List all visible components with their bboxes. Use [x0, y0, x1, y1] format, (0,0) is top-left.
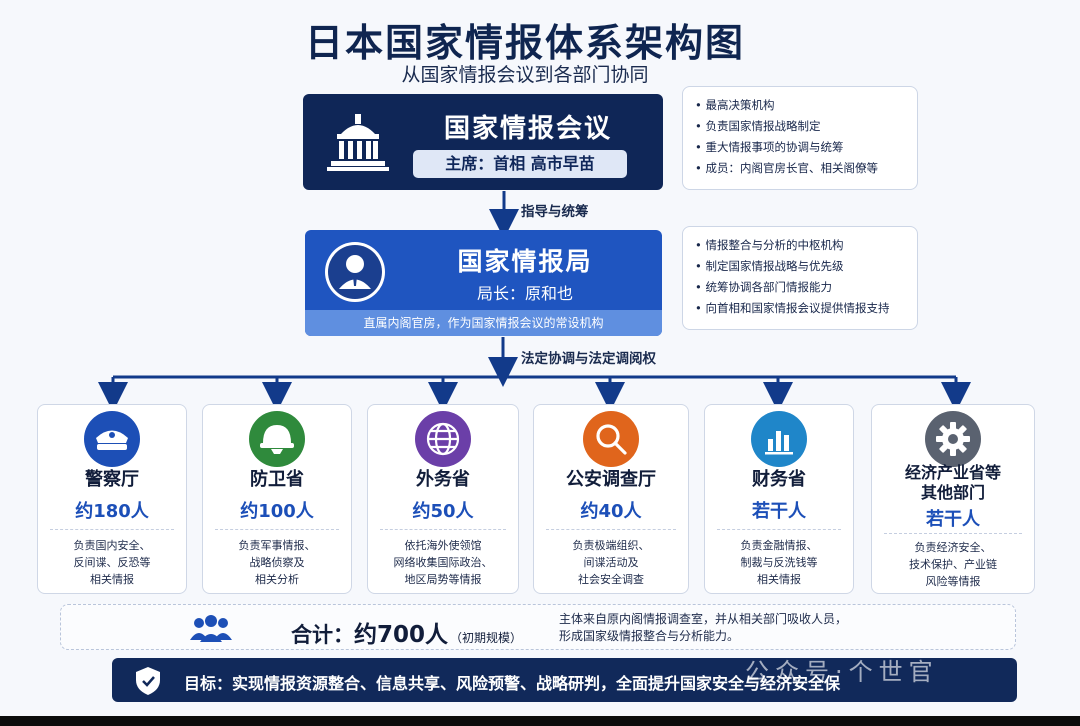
council-name: 国家情报会议: [443, 114, 612, 144]
bureau-notes: 情报整合与分析的中枢机构 制定国家情报战略与优先级 统筹协调各部门情报能力 向首…: [682, 226, 918, 330]
ministry-name: 外务省: [416, 469, 470, 490]
bureau-director: 局长：原和也: [476, 284, 573, 303]
ministry-card-public-security: 公安调查厅 约40人 负责极端组织、间谍活动及社会安全调查: [533, 404, 689, 594]
card-divider: [50, 529, 174, 530]
capitol-building-icon: [325, 112, 391, 172]
page-title: 日本国家情报体系架构图: [304, 21, 745, 65]
ministry-description: 负责极端组织、间谍活动及社会安全调查: [572, 539, 650, 586]
ministry-card-economy-others: 经济产业省等 其他部门 若干人 负责经济安全、技术保护、产业链风险等情报: [871, 404, 1035, 594]
goal-banner: 目标：实现情报资源整合、信息共享、风险预警、战略研判，全面提升国家安全与经济安全…: [112, 658, 1017, 702]
card-divider: [717, 529, 841, 530]
bureau-note: 统筹协调各部门情报能力: [695, 277, 907, 298]
ministry-count: 约180人: [75, 501, 149, 522]
goal-text: 目标：实现情报资源整合、信息共享、风险预警、战略研判，全面提升国家安全与经济安全…: [184, 674, 841, 693]
bottom-edge: [0, 716, 1080, 726]
card-divider: [884, 533, 1022, 534]
ministry-arrows: [98, 377, 971, 412]
ministry-description: 负责国内安全、反间谍、反恐等相关情报: [73, 539, 151, 586]
bureau-name: 国家情报局: [457, 247, 593, 276]
shield-icon: [134, 666, 162, 696]
total-summary: 合计：约700人（初期规模） 主体来自原内阁情报调查室，并从相关部门吸收人员， …: [60, 604, 1016, 650]
people-group-icon: [189, 614, 233, 642]
ministry-name: 防卫省: [250, 469, 304, 490]
ministry-card-finance: 财务省 若干人 负责金融情报、制裁与反洗钱等相关情报: [704, 404, 854, 594]
coordination-label: 法定协调与法定调阅权: [521, 351, 656, 367]
card-divider: [546, 529, 676, 530]
ministry-count: 约40人: [580, 501, 642, 522]
ministry-card-foreign-affairs: 外务省 约50人 依托海外使领馆网络收集国际政治、地区局势等情报: [367, 404, 519, 594]
council-note: 成员：内阁官房长官、相关阁僚等: [695, 158, 907, 179]
council-box: 国家情报会议 主席：首相 高市早苗: [303, 94, 663, 190]
ministry-count: 若干人: [926, 509, 980, 530]
bureau-note: 情报整合与分析的中枢机构: [695, 235, 907, 256]
council-note: 负责国家情报战略制定: [695, 116, 907, 137]
ministry-count: 约50人: [412, 501, 474, 522]
gear-icon: [925, 411, 981, 467]
ministry-name: 经济产业省等 其他部门: [904, 463, 1001, 502]
ministry-name: 警察厅: [85, 469, 139, 490]
council-note: 重大情报事项的协调与统筹: [695, 137, 907, 158]
card-divider: [380, 529, 506, 530]
bureau-footnote: 直属内阁官房，作为国家情报会议的常设机构: [305, 310, 662, 336]
ministry-count: 若干人: [752, 501, 806, 522]
bureau-note: 制定国家情报战略与优先级: [695, 256, 907, 277]
total-note: 主体来自原内阁情报调查室，并从相关部门吸收人员， 形成国家级情报整合与分析能力。: [559, 612, 848, 643]
council-note: 最高决策机构: [695, 95, 907, 116]
card-divider: [215, 529, 339, 530]
ministry-description: 依托海外使领馆网络收集国际政治、地区局势等情报: [393, 539, 493, 586]
council-notes: 最高决策机构 负责国家情报战略制定 重大情报事项的协调与统筹 成员：内阁官房长官…: [682, 86, 918, 190]
police-cap-icon: [84, 411, 140, 467]
guidance-label: 指导与统筹: [521, 204, 589, 220]
ministry-card-police: 警察厅 约180人 负责国内安全、反间谍、反恐等相关情报: [37, 404, 187, 594]
page-subtitle: 从国家情报会议到各部门协同: [401, 64, 649, 86]
ministry-description: 负责经济安全、技术保护、产业链风险等情报: [909, 541, 997, 588]
ministry-name: 财务省: [752, 469, 806, 490]
director-avatar-icon: [325, 242, 385, 302]
bar-chart-icon: [751, 411, 807, 467]
bureau-note: 向首相和国家情报会议提供情报支持: [695, 298, 907, 319]
military-helmet-icon: [249, 411, 305, 467]
ministry-description: 负责金融情报、制裁与反洗钱等相关情报: [740, 539, 818, 586]
ministry-name: 公安调查厅: [566, 469, 656, 490]
watermark: 公众号·个世官: [745, 658, 939, 686]
bureau-box: 国家情报局 局长：原和也 直属内阁官房，作为国家情报会议的常设机构: [305, 230, 662, 336]
globe-icon: [415, 411, 471, 467]
ministry-card-defense: 防卫省 约100人 负责军事情报、战略侦察及相关分析: [202, 404, 352, 594]
ministry-count: 约100人: [240, 501, 314, 522]
ministry-description: 负责军事情报、战略侦察及相关分析: [238, 539, 316, 586]
total-count: 合计：约700人（初期规模）: [291, 622, 523, 648]
magnifier-icon: [583, 411, 639, 467]
council-chair: 主席：首相 高市早苗: [413, 150, 627, 178]
